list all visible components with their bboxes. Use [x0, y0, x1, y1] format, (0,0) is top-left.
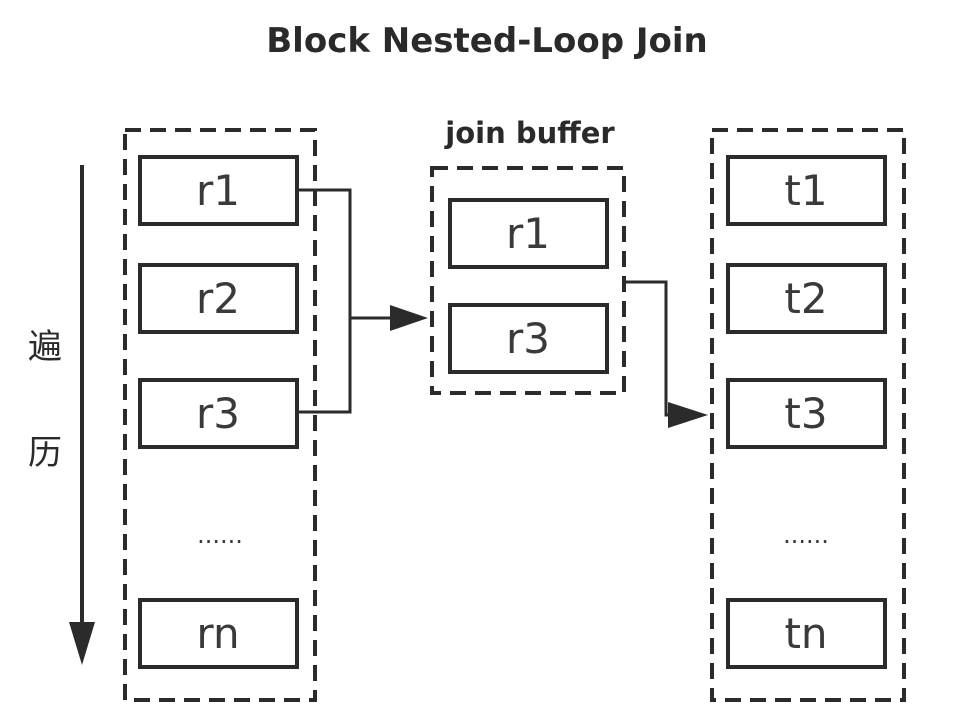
buffer-row-r1: r1 — [448, 198, 609, 269]
outer-row-r2: r2 — [138, 263, 299, 334]
outer-row-box — [138, 598, 299, 669]
outer-table: r1 r2 r3 ...... rn — [123, 128, 317, 702]
inner-row-box — [726, 263, 887, 334]
outer-row-label: r1 — [196, 166, 240, 215]
inner-row-tn: tn — [726, 598, 887, 669]
inner-row-t3: t3 — [726, 378, 887, 449]
inner-row-box — [726, 378, 887, 449]
outer-bracket-line — [297, 188, 352, 414]
buffer-row-box — [448, 303, 609, 374]
inner-table-ellipsis: ...... — [783, 521, 829, 549]
outer-row-rn: rn — [138, 598, 299, 669]
outer-table-ellipsis: ...... — [197, 521, 243, 549]
inner-row-label: t2 — [784, 274, 827, 323]
outer-row-label: r3 — [196, 389, 240, 438]
join-buffer-label: join buffer — [444, 116, 615, 150]
inner-arrow-head — [668, 402, 708, 428]
inner-row-label: t1 — [784, 166, 827, 215]
buffer-row-box — [448, 198, 609, 269]
outer-table-frame — [123, 128, 317, 702]
inner-table: t1 t2 t3 ...... tn — [710, 128, 906, 702]
buffer-arrow-head — [390, 305, 428, 331]
diagram-title: Block Nested-Loop Join — [266, 21, 707, 61]
traverse-label-char-1: 遍 — [28, 327, 62, 367]
outer-row-label: r2 — [196, 274, 240, 323]
inner-row-box — [726, 598, 887, 669]
inner-row-label: t3 — [784, 389, 827, 438]
join-buffer: join buffer r1 r3 — [430, 116, 626, 395]
buffer-to-inner-connector — [624, 280, 708, 428]
inner-row-t1: t1 — [726, 155, 887, 226]
outer-row-box — [138, 378, 299, 449]
outer-row-r1: r1 — [138, 155, 299, 226]
buffer-row-label: r1 — [506, 209, 550, 258]
traverse-label-char-2: 历 — [28, 433, 62, 473]
outer-row-box — [138, 263, 299, 334]
outer-row-label: rn — [196, 609, 239, 658]
inner-row-t2: t2 — [726, 263, 887, 334]
inner-row-box — [726, 155, 887, 226]
buffer-row-label: r3 — [506, 314, 550, 363]
inner-table-frame — [710, 128, 906, 702]
inner-row-label: tn — [784, 609, 827, 658]
outer-row-r3: r3 — [138, 378, 299, 449]
outer-to-buffer-connector — [297, 188, 428, 414]
buffer-row-r3: r3 — [448, 303, 609, 374]
traverse-arrow-head — [69, 622, 95, 665]
buffer-out-line — [624, 280, 672, 417]
traverse-axis: 遍 历 — [28, 165, 95, 665]
